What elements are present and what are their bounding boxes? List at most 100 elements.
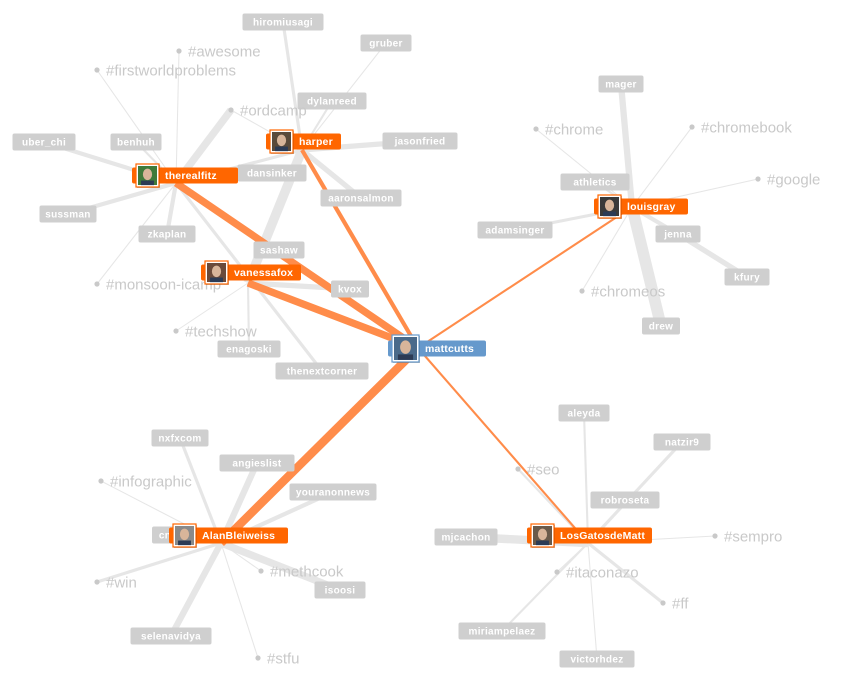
user-node-athletics[interactable]: athletics (560, 173, 630, 191)
avatar[interactable] (204, 260, 229, 285)
edge-mattcutts-louisgray (417, 206, 633, 349)
user-node-victorhdez[interactable]: victorhdez (559, 650, 635, 668)
hashtag-node-techshow[interactable]: #techshow (173, 324, 257, 341)
user-node-drew[interactable]: drew (642, 317, 680, 335)
user-node-mjcachon[interactable]: mjcachon (434, 528, 498, 546)
hashtag-node-google[interactable]: #google (755, 172, 820, 189)
user-node-box (12, 133, 76, 151)
hashtag-node-ordcamp[interactable]: #ordcamp (228, 103, 307, 120)
hashtag-node-awesome[interactable]: #awesome (176, 44, 261, 61)
hashtag-label: #ordcamp (240, 103, 307, 120)
hub-label: harper (299, 136, 333, 148)
hashtag-dot-icon (258, 568, 264, 574)
user-node-box (559, 650, 635, 668)
hub-node-harper[interactable]: harper (266, 129, 341, 154)
avatar[interactable] (597, 194, 622, 219)
hashtag-node-chrome[interactable]: #chrome (533, 122, 603, 139)
user-node-thenextcorner[interactable]: thenextcorner (275, 362, 369, 380)
hashtag-dot-icon (689, 124, 695, 130)
user-node-uber-chi[interactable]: uber_chi (12, 133, 76, 151)
user-node-kvox[interactable]: kvox (331, 280, 369, 298)
user-node-jenna[interactable]: jenna (655, 225, 701, 243)
user-node-robroseta[interactable]: robroseta (590, 491, 660, 509)
hub-node-vanessafox[interactable]: vanessafox (201, 260, 301, 285)
user-node-hiromiusagi[interactable]: hiromiusagi (242, 13, 324, 31)
hashtag-label: #firstworldproblems (106, 63, 236, 80)
avatar[interactable] (269, 129, 294, 154)
user-node-box (598, 75, 644, 93)
hashtag-node-infographic[interactable]: #infographic (98, 474, 192, 491)
user-node-label: isoosi (325, 586, 356, 597)
user-node-dylanreed[interactable]: dylanreed (297, 92, 367, 110)
hashtag-node-chromeos[interactable]: #chromeos (579, 284, 665, 301)
user-node-label: adamsinger (485, 226, 544, 237)
user-node-aleyda[interactable]: aleyda (558, 404, 610, 422)
hub-node-louisgray[interactable]: louisgray (594, 194, 688, 219)
user-node-sashaw[interactable]: sashaw (253, 241, 305, 259)
hashtag-node-win[interactable]: #win (94, 575, 137, 592)
user-node-label: benhuh (117, 138, 155, 149)
user-node-box (655, 225, 701, 243)
hashtag-dot-icon (255, 655, 261, 661)
hashtag-label: #itaconazo (566, 565, 639, 582)
user-node-box (320, 189, 402, 207)
user-node-box (39, 205, 97, 223)
avatar[interactable] (172, 523, 197, 548)
user-node-box (560, 173, 630, 191)
user-node-zkaplan[interactable]: zkaplan (138, 225, 196, 243)
hub-node-alanbleiweiss[interactable]: AlanBleiweiss (169, 523, 288, 548)
hashtag-label: #awesome (188, 44, 261, 61)
user-node-youranonnews[interactable]: youranonnews (289, 483, 377, 501)
hashtag-node-firstworldproblems[interactable]: #firstworldproblems (94, 63, 236, 80)
edge-louisgray-chrome (535, 128, 633, 208)
edge-losgatosdematt-ff (587, 541, 664, 605)
hashtag-node-monsoon-icamp[interactable]: #monsoon-icamp (94, 277, 221, 294)
edge-louisgray-mager (617, 83, 636, 208)
hub-label-box (527, 527, 652, 544)
user-node-selenavidya[interactable]: selenavidya (130, 627, 212, 645)
edge-alanbleiweiss-selenavidya (168, 541, 224, 638)
avatar[interactable] (530, 523, 555, 548)
hashtag-node-seo[interactable]: #seo (515, 462, 560, 479)
hashtag-node-chromebook[interactable]: #chromebook (689, 120, 792, 137)
user-node-miriampelaez[interactable]: miriampelaez (458, 622, 546, 640)
user-node-label: thenextcorner (287, 367, 358, 378)
hub-node-mattcutts[interactable]: mattcutts (388, 334, 486, 363)
hashtag-label: #win (106, 575, 137, 592)
user-node-benhuh[interactable]: benhuh (110, 133, 162, 151)
hashtag-node-itaconazo[interactable]: #itaconazo (554, 565, 639, 582)
user-node-mager[interactable]: mager (598, 75, 644, 93)
edge-losgatosdematt-victorhdez (587, 542, 598, 660)
hashtag-label: #chromeos (591, 284, 665, 301)
user-node-gruber[interactable]: gruber (360, 34, 412, 52)
user-node-isoosi[interactable]: isoosi (314, 581, 366, 599)
hashtag-label: #sempro (724, 529, 782, 546)
hashtag-node-sempro[interactable]: #sempro (712, 529, 782, 546)
user-node-nxfxcom[interactable]: nxfxcom (151, 429, 209, 447)
user-node-sussman[interactable]: sussman (39, 205, 97, 223)
user-node-enagoski[interactable]: enagoski (217, 340, 281, 358)
user-node-label: sashaw (260, 246, 298, 257)
hashtag-node-ff[interactable]: #ff (660, 596, 689, 613)
user-node-adamsinger[interactable]: adamsinger (477, 221, 553, 239)
hashtag-node-stfu[interactable]: #stfu (255, 651, 300, 668)
hashtag-label: #chromebook (701, 120, 792, 137)
hashtag-dot-icon (660, 600, 666, 606)
user-node-jasonfried[interactable]: jasonfried (382, 132, 458, 150)
user-node-aaronsalmon[interactable]: aaronsalmon (320, 189, 402, 207)
user-node-box (477, 221, 553, 239)
edge-alanbleiweiss-nxfxcom (178, 437, 223, 544)
user-node-natzir9[interactable]: natzir9 (653, 433, 711, 451)
edge-therealfitz-firstworldproblems (96, 69, 177, 184)
hub-node-therealfitz[interactable]: therealfitz (132, 163, 238, 188)
user-node-kfury[interactable]: kfury (724, 268, 770, 286)
user-node-box (382, 132, 458, 150)
avatar[interactable] (135, 163, 160, 188)
hub-node-losgatosdematt[interactable]: LosGatosdeMatt (527, 523, 652, 548)
avatar[interactable] (391, 334, 420, 363)
hashtag-node-methcook[interactable]: #methcook (258, 564, 344, 581)
edge-alanbleiweiss-methcook (220, 542, 262, 572)
user-node-dansinker[interactable]: dansinker (237, 164, 307, 182)
user-node-angieslist[interactable]: angieslist (219, 454, 295, 472)
